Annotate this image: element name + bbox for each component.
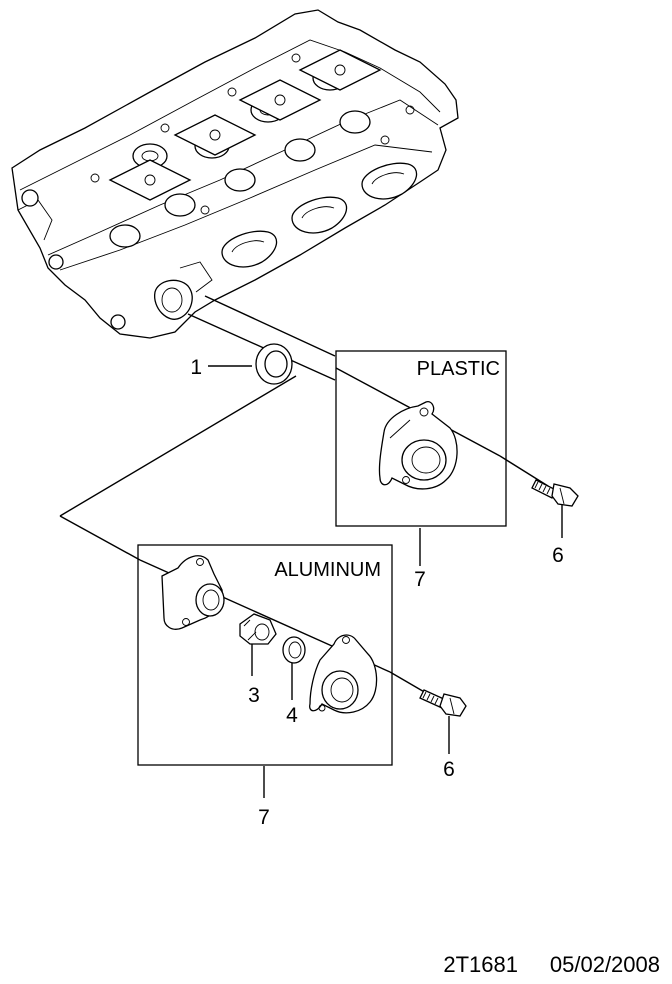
aluminum-thermostat-housing — [309, 634, 378, 714]
aluminum-variant-box: ALUMINUM — [137, 544, 393, 766]
thermostat-part — [239, 613, 277, 645]
aluminum-box-title: ALUMINUM — [274, 559, 381, 581]
bolt-upper — [531, 479, 579, 507]
bearing-caps — [108, 49, 382, 201]
bolt-lower — [419, 689, 467, 717]
callout-7-aluminum-assembly: 7 — [258, 806, 270, 829]
callout-6-bolt-upper: 6 — [552, 544, 564, 567]
plastic-thermostat-housing — [378, 401, 458, 490]
callout-1-gasket: 1 — [190, 356, 202, 379]
diagram-date: 05/02/2008 — [550, 952, 660, 977]
aluminum-flange-adaptor — [161, 555, 225, 630]
callout-4-seal-ring: 4 — [286, 704, 298, 727]
plastic-box-title: PLASTIC — [417, 358, 500, 380]
callout-6-bolt-lower: 6 — [443, 758, 455, 781]
head-coolant-outlet — [154, 261, 213, 320]
intake-ports — [221, 162, 418, 268]
callout-3-thermostat: 3 — [248, 684, 260, 707]
gasket-part — [255, 343, 293, 385]
head-bolt-bosses — [90, 53, 415, 215]
plastic-variant-box: PLASTIC — [335, 350, 507, 527]
seal-ring-part — [282, 636, 306, 664]
diagram-code: 2T1681 — [443, 952, 518, 977]
callout-7-plastic-assembly: 7 — [414, 568, 426, 591]
cylinder-head-illustration — [11, 9, 459, 339]
